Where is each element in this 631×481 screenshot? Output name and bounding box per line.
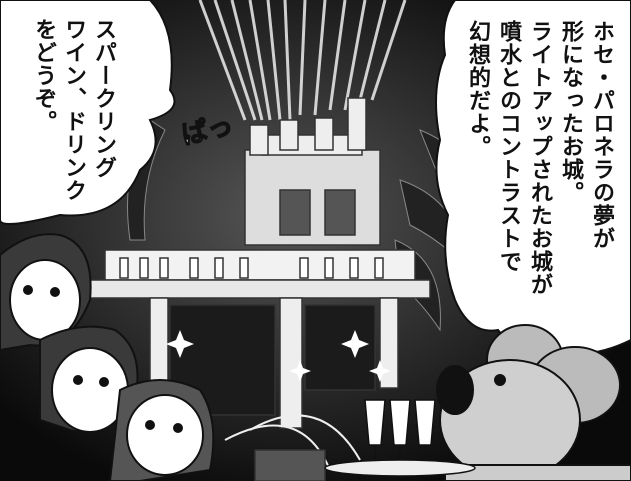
bubble-right-line: 形になったお城。 [558,20,583,204]
guests-group [0,233,215,481]
bubble-right-line: ライトアップされたお城が [527,20,552,296]
sparkles [166,330,391,382]
speech-bubble-right: ホセ・パロネラの夢が 形になったお城。 ライトアップされたお城が 噴水とのコント… [462,20,617,296]
bubble-left-line: ワイン、ドリンク [61,18,86,202]
bubble-left-line: スパークリング [91,18,116,179]
bubble-right-line: 幻想的だよ。 [465,20,490,158]
champagne-tray [324,399,476,477]
bubble-left-line: をどうぞ。 [31,18,56,133]
bubble-right-line: 噴水とのコントラストで [496,20,521,273]
bubble-left-shape [0,0,176,225]
bubble-right-line: ホセ・パロネラの夢が [589,20,614,250]
light-beams [198,0,407,121]
speech-bubble-left: スパークリング ワイン、ドリンク をどうぞ。 [28,18,118,202]
koala-waiter [436,324,631,481]
